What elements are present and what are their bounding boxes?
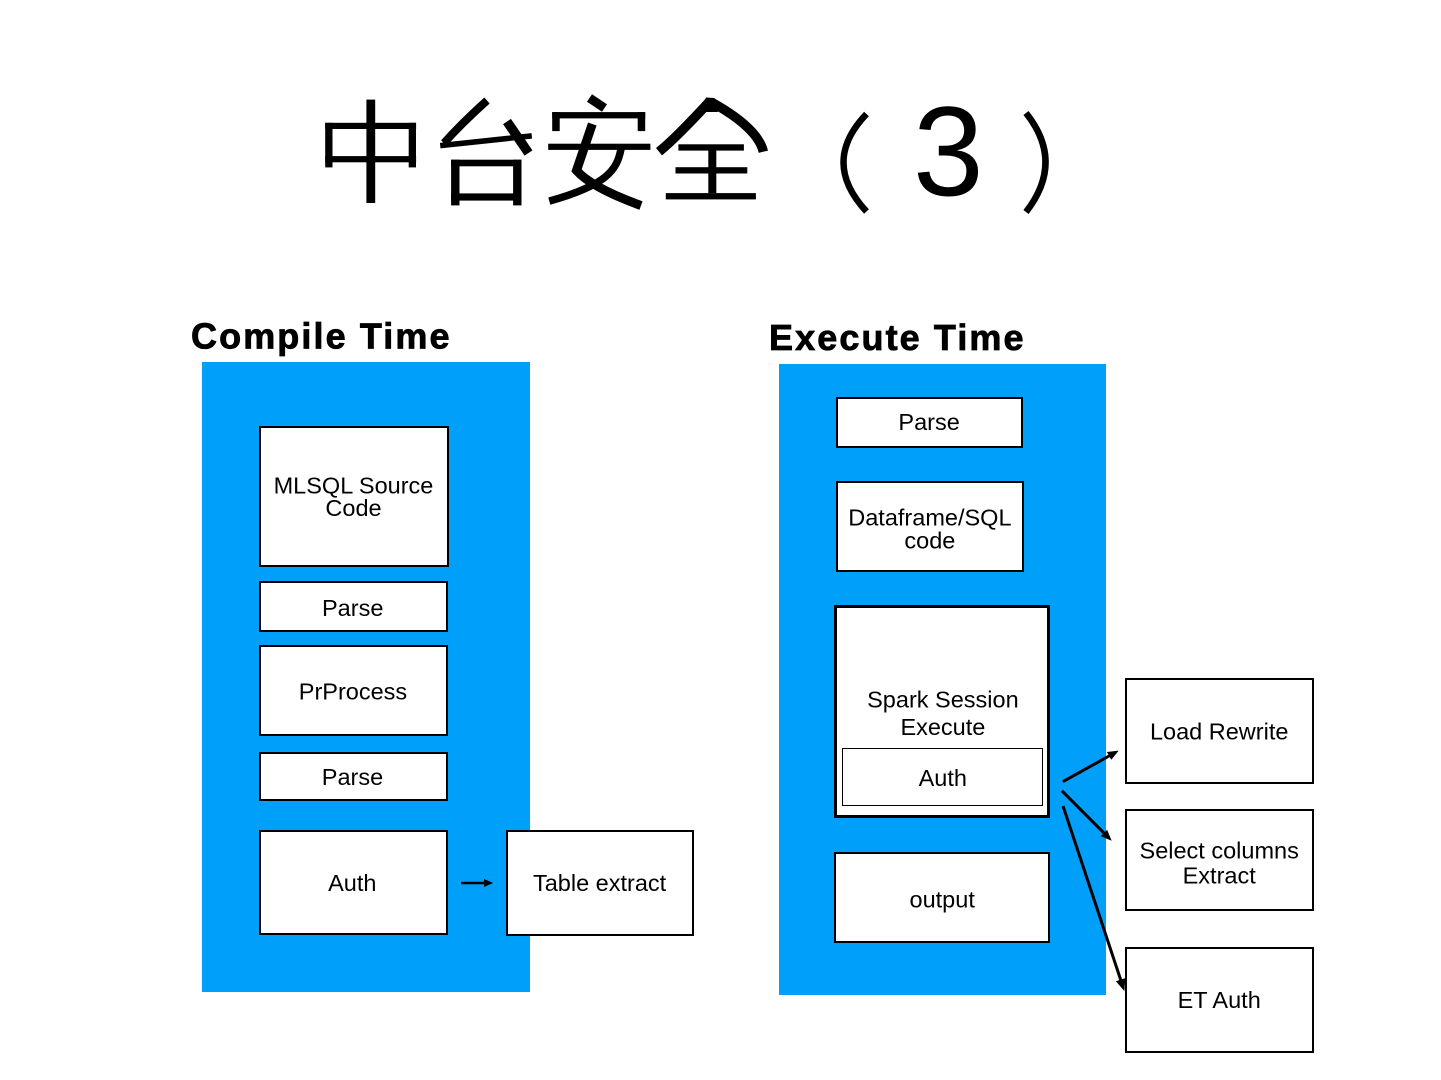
svg-text:Parse: Parse bbox=[898, 409, 959, 435]
svg-text:PrProcess: PrProcess bbox=[299, 679, 407, 705]
svg-text:Execute: Execute bbox=[900, 714, 985, 740]
svg-text:Parse: Parse bbox=[322, 595, 383, 621]
svg-text:code: code bbox=[904, 528, 955, 554]
svg-text:3: 3 bbox=[913, 81, 984, 223]
svg-text:Extract: Extract bbox=[1183, 863, 1257, 889]
svg-text:Select columns: Select columns bbox=[1140, 837, 1299, 863]
svg-text:output: output bbox=[910, 887, 976, 913]
svg-text:Load Rewrite: Load Rewrite bbox=[1150, 719, 1288, 745]
svg-text:Code: Code bbox=[325, 495, 381, 521]
svg-text:Dataframe/SQL: Dataframe/SQL bbox=[848, 505, 1011, 531]
svg-text:MLSQL Source: MLSQL Source bbox=[274, 473, 434, 499]
svg-text:Auth: Auth bbox=[919, 765, 967, 791]
svg-text:ET Auth: ET Auth bbox=[1178, 987, 1261, 1013]
svg-text:Parse: Parse bbox=[322, 764, 383, 790]
svg-text:Auth: Auth bbox=[328, 870, 376, 896]
svg-text:Spark Session: Spark Session bbox=[867, 687, 1019, 713]
svg-text:Compile Time: Compile Time bbox=[191, 316, 452, 357]
svg-text:Table extract: Table extract bbox=[533, 870, 667, 896]
svg-text:Execute Time: Execute Time bbox=[769, 317, 1026, 358]
